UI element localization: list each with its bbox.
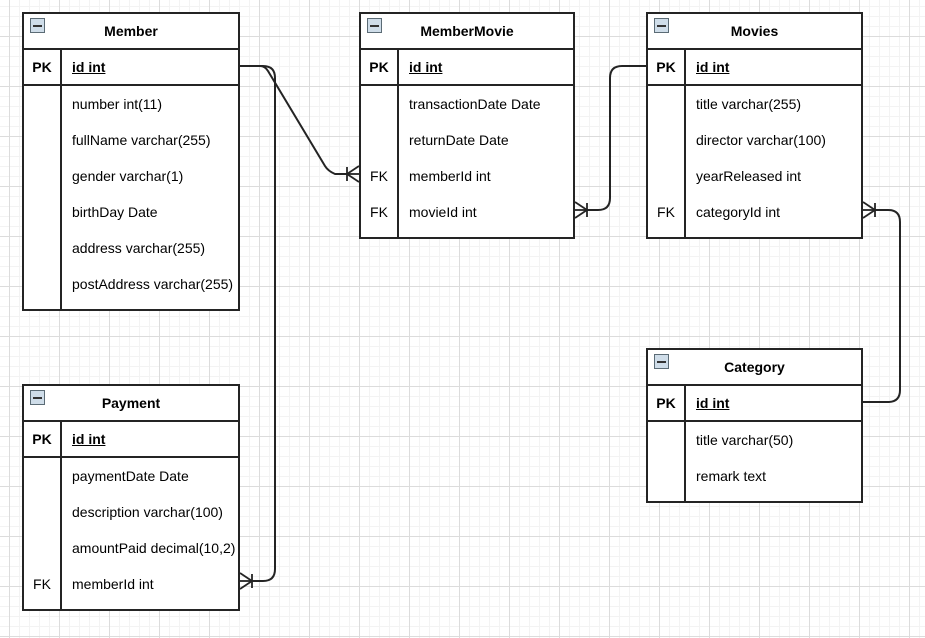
field-cell: amountPaid decimal(10,2): [72, 540, 236, 556]
table-body: PK id int paymentDate Date description v…: [24, 422, 238, 609]
table-row-pk[interactable]: PK id int: [24, 422, 238, 458]
field-cell: gender varchar(1): [72, 168, 184, 184]
field-cell: transactionDate Date: [409, 96, 541, 112]
table-row[interactable]: address varchar(255): [24, 230, 238, 266]
table-row[interactable]: transactionDate Date: [361, 86, 573, 122]
table-title: Member: [104, 23, 158, 39]
table-row[interactable]: FK movieId int: [361, 194, 573, 230]
pk-badge: PK: [656, 59, 676, 75]
field-cell: fullName varchar(255): [72, 132, 211, 148]
table-row[interactable]: director varchar(100): [648, 122, 861, 158]
table-row[interactable]: gender varchar(1): [24, 158, 238, 194]
entity-table-member[interactable]: Member PK id int number int(11) fullName…: [22, 12, 240, 311]
table-row[interactable]: fullName varchar(255): [24, 122, 238, 158]
key-cell: FK: [33, 576, 51, 592]
field-cell: postAddress varchar(255): [72, 276, 234, 292]
table-row[interactable]: remark text: [648, 458, 861, 494]
table-row[interactable]: FK memberId int: [361, 158, 573, 194]
table-title: Category: [724, 359, 785, 375]
pk-badge: PK: [32, 59, 52, 75]
key-cell: FK: [657, 204, 675, 220]
entity-table-membermovie[interactable]: MemberMovie PK id int transactionDate Da…: [359, 12, 575, 239]
table-header: Payment: [24, 386, 238, 422]
minus-glyph: [657, 360, 666, 363]
table-row-pk[interactable]: PK id int: [361, 50, 573, 86]
pk-field: id int: [696, 59, 730, 75]
field-cell: address varchar(255): [72, 240, 206, 256]
table-row[interactable]: birthDay Date: [24, 194, 238, 230]
table-title: Movies: [730, 23, 779, 39]
entity-table-category[interactable]: Category PK id int title varchar(50) rem…: [646, 348, 863, 503]
pk-field: id int: [696, 395, 730, 411]
field-cell: yearReleased int: [696, 168, 802, 184]
table-row[interactable]: FK categoryId int: [648, 194, 861, 230]
table-row[interactable]: paymentDate Date: [24, 458, 238, 494]
table-row-pk[interactable]: PK id int: [648, 386, 861, 422]
collapse-icon[interactable]: [30, 390, 45, 405]
table-header: MemberMovie: [361, 14, 573, 50]
field-cell: movieId int: [409, 204, 477, 220]
table-row[interactable]: title varchar(255): [648, 86, 861, 122]
table-header: Member: [24, 14, 238, 50]
table-header: Category: [648, 350, 861, 386]
field-cell: memberId int: [409, 168, 491, 184]
table-row[interactable]: yearReleased int: [648, 158, 861, 194]
table-body: PK id int title varchar(50) remark text: [648, 386, 861, 501]
pk-badge: PK: [656, 395, 676, 411]
collapse-icon[interactable]: [367, 18, 382, 33]
table-row[interactable]: postAddress varchar(255): [24, 266, 238, 302]
key-cell: FK: [370, 204, 388, 220]
field-cell: returnDate Date: [409, 132, 509, 148]
key-cell: FK: [370, 168, 388, 184]
entity-table-payment[interactable]: Payment PK id int paymentDate Date descr…: [22, 384, 240, 611]
field-cell: title varchar(255): [696, 96, 802, 112]
minus-glyph: [370, 24, 379, 27]
table-row[interactable]: amountPaid decimal(10,2): [24, 530, 238, 566]
field-cell: description varchar(100): [72, 504, 223, 520]
table-row[interactable]: returnDate Date: [361, 122, 573, 158]
field-cell: title varchar(50): [696, 432, 794, 448]
collapse-icon[interactable]: [30, 18, 45, 33]
table-title: MemberMovie: [420, 23, 514, 39]
table-body: PK id int title varchar(255) director va…: [648, 50, 861, 237]
minus-glyph: [33, 24, 42, 27]
field-cell: paymentDate Date: [72, 468, 189, 484]
table-body: PK id int number int(11) fullName varcha…: [24, 50, 238, 309]
minus-glyph: [657, 24, 666, 27]
field-cell: director varchar(100): [696, 132, 826, 148]
table-row[interactable]: FK memberId int: [24, 566, 238, 602]
pk-badge: PK: [32, 431, 52, 447]
table-row[interactable]: title varchar(50): [648, 422, 861, 458]
field-cell: number int(11): [72, 96, 163, 112]
field-cell: birthDay Date: [72, 204, 158, 220]
table-row[interactable]: description varchar(100): [24, 494, 238, 530]
pk-field: id int: [72, 59, 106, 75]
field-cell: remark text: [696, 468, 767, 484]
field-cell: categoryId int: [696, 204, 781, 220]
table-row-pk[interactable]: PK id int: [648, 50, 861, 86]
collapse-icon[interactable]: [654, 18, 669, 33]
pk-badge: PK: [369, 59, 389, 75]
table-body: PK id int transactionDate Date returnDat…: [361, 50, 573, 237]
field-cell: memberId int: [72, 576, 154, 592]
table-title: Payment: [101, 395, 161, 411]
table-header: Movies: [648, 14, 861, 50]
pk-field: id int: [72, 431, 106, 447]
table-row[interactable]: number int(11): [24, 86, 238, 122]
table-row-pk[interactable]: PK id int: [24, 50, 238, 86]
collapse-icon[interactable]: [654, 354, 669, 369]
pk-field: id int: [409, 59, 443, 75]
entity-table-movies[interactable]: Movies PK id int title varchar(255) dire…: [646, 12, 863, 239]
minus-glyph: [33, 396, 42, 399]
